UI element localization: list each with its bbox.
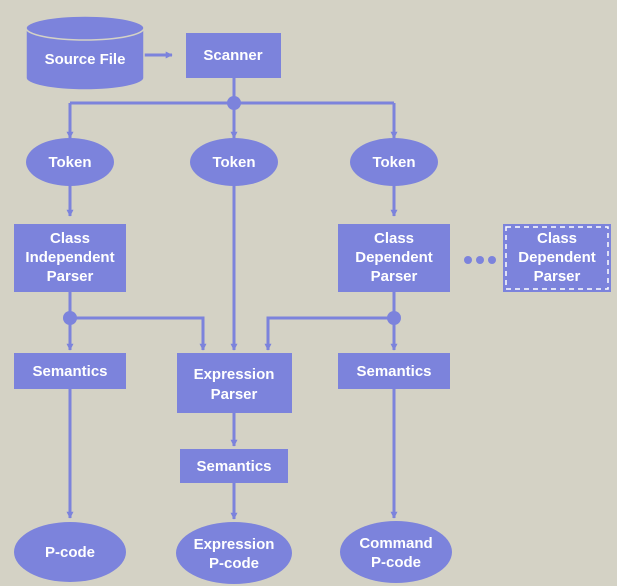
semantics-left-label: Semantics xyxy=(32,363,107,380)
ellipsis-dot xyxy=(476,256,484,264)
cdp-label-line2: Dependent xyxy=(355,249,433,266)
junction-dot-scanner xyxy=(227,96,241,110)
node-pcode-left: P-code xyxy=(14,522,126,582)
cdp-extra-label-line3: Parser xyxy=(534,268,581,285)
source-file-label: Source File xyxy=(45,51,126,68)
node-expression-parser: Expression Parser xyxy=(177,353,292,413)
edge-cdp-to-exprparser xyxy=(264,316,394,351)
ellipsis-dot xyxy=(464,256,472,264)
node-command-pcode: Command P-code xyxy=(340,521,452,583)
token-center-label: Token xyxy=(212,154,255,171)
exprpcode-label-line2: P-code xyxy=(209,555,259,572)
node-semantics-left: Semantics xyxy=(14,353,126,389)
junction-dot-cdp xyxy=(387,311,401,325)
node-token-left: Token xyxy=(26,138,114,186)
node-scanner: Scanner xyxy=(186,33,281,78)
node-class-independent-parser: Class Independent Parser xyxy=(14,224,126,292)
node-semantics-center: Semantics xyxy=(180,449,288,483)
node-token-center: Token xyxy=(190,138,278,186)
pcode-left-label: P-code xyxy=(45,544,95,561)
node-token-right: Token xyxy=(350,138,438,186)
node-source-file: Source File xyxy=(25,15,145,91)
junction-dots xyxy=(63,96,401,325)
dashed-border xyxy=(505,226,609,290)
junction-dot-cip xyxy=(63,311,77,325)
cip-label-line1: Class xyxy=(50,230,90,247)
edge-cip-to-exprparser xyxy=(70,316,207,351)
cip-label-line2: Independent xyxy=(25,249,114,266)
semantics-right-label: Semantics xyxy=(356,363,431,380)
semantics-center-label: Semantics xyxy=(196,458,271,475)
token-right-label: Token xyxy=(372,154,415,171)
exprparser-label-line2: Parser xyxy=(211,386,258,403)
token-left-label: Token xyxy=(48,154,91,171)
cmdpcode-label-line2: P-code xyxy=(371,554,421,571)
node-expression-pcode: Expression P-code xyxy=(176,522,292,584)
cdp-extra-label-line1: Class xyxy=(537,230,577,247)
exprpcode-label-line1: Expression xyxy=(194,536,275,553)
cip-label-line3: Parser xyxy=(47,268,94,285)
node-class-dependent-parser-extra: Class Dependent Parser xyxy=(503,224,611,292)
exprparser-label-line1: Expression xyxy=(194,366,275,383)
cmdpcode-label-line1: Command xyxy=(359,535,432,552)
node-semantics-right: Semantics xyxy=(338,353,450,389)
cylinder-top xyxy=(25,15,145,41)
cdp-extra-label-line2: Dependent xyxy=(518,249,596,266)
ellipsis-dot xyxy=(488,256,496,264)
scanner-label: Scanner xyxy=(203,47,262,64)
node-class-dependent-parser: Class Dependent Parser xyxy=(338,224,450,292)
ellipsis-dots xyxy=(464,256,496,264)
cdp-label-line3: Parser xyxy=(371,268,418,285)
cdp-label-line1: Class xyxy=(374,230,414,247)
